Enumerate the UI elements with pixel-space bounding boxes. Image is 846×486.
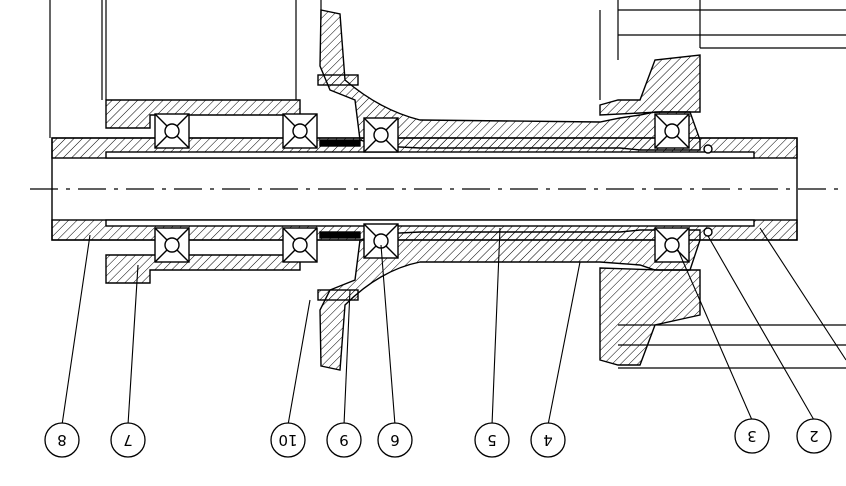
bearing-6-bottom [363,223,399,259]
callout-label: 2 [809,427,819,445]
leader-lines [61,227,846,426]
callout-circle [110,422,146,458]
callout-7: 7 [110,422,146,458]
callout-label: 10 [278,431,297,449]
bearing-right-top [654,113,690,149]
bearing-mid-top [282,113,318,149]
callout-4: 4 [530,422,566,458]
callout-circle [796,418,832,454]
callout-label: 3 [747,427,757,445]
bearing-mid-bottom [282,227,318,263]
callout-label: 8 [57,431,67,449]
callout-circle [734,418,770,454]
bearing-6-top [363,117,399,153]
callout-circle [377,422,413,458]
callout-3: 3 [734,418,770,454]
callout-8: 8 [44,422,80,458]
callout-circle [474,422,510,458]
bearings [154,113,690,263]
callout-circle [270,422,306,458]
callout-label: 4 [543,431,553,449]
callout-9: 9 [326,422,362,458]
bearing-left-top [154,113,190,149]
bearing-left-bottom [154,227,190,263]
callout-2: 2 [796,418,832,454]
callout-label: 7 [123,431,133,449]
seals [317,74,713,301]
callout-label: 5 [487,431,497,449]
callout-circle [44,422,80,458]
callout-6: 6 [377,422,413,458]
callout-5: 5 [474,422,510,458]
callout-group: 8 7 10 9 6 5 4 3 2 [44,418,832,458]
callout-label: 6 [390,431,400,449]
callout-10: 10 [270,422,306,458]
callout-circle [326,422,362,458]
bearing-right-bottom [654,227,690,263]
callout-circle [530,422,566,458]
callout-label: 9 [339,431,349,449]
